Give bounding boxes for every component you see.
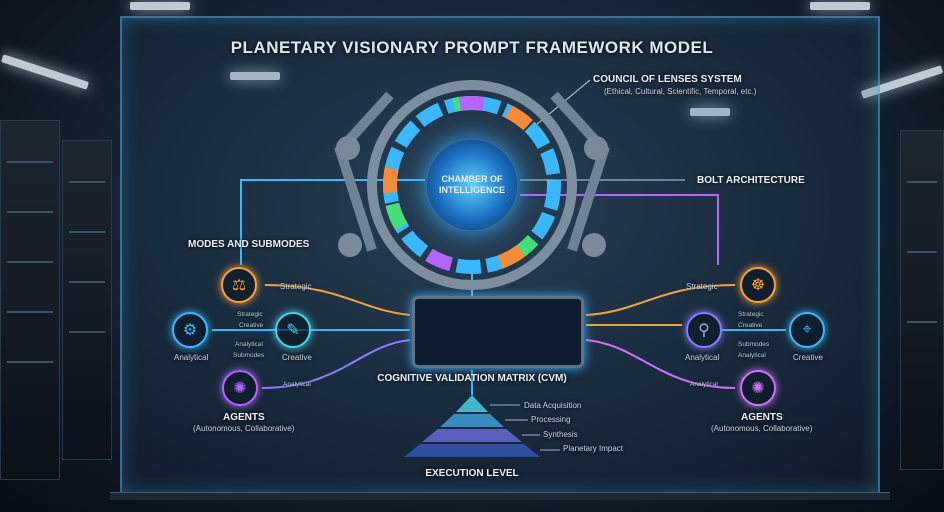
brain-icon: ☸ [740, 267, 776, 303]
gear-icon [582, 233, 606, 257]
agents-network-icon: ✺ [222, 370, 258, 406]
pyramid-level: Data Acquisition [524, 401, 582, 410]
left-strategic: Strategic [280, 282, 312, 291]
left-creative: Creative [282, 353, 312, 362]
execution-pyramid [404, 395, 560, 457]
ceiling-light [230, 72, 280, 80]
line-right-agents [585, 339, 736, 389]
line-modes-to-chamber [240, 179, 425, 265]
server-rack [900, 130, 944, 470]
right-sub: Analytical [738, 352, 766, 359]
left-agent-link: Analytical [283, 381, 311, 388]
modes-label: MODES AND SUBMODES [188, 239, 310, 250]
focus-icon: ⌖ [789, 312, 825, 348]
right-agents-sub: (Autonomous, Collaborative) [711, 424, 813, 433]
left-sub: Creative [239, 322, 264, 329]
right-agents-label: AGENTS [741, 412, 783, 423]
gear-icon: ⚙ [172, 312, 208, 348]
scales-icon: ⚖ [221, 267, 257, 303]
ceiling-light [130, 2, 190, 10]
line-right-strategic [585, 284, 736, 316]
page-title: PLANETARY VISIONARY PROMPT FRAMEWORK MOD… [230, 38, 714, 57]
left-analytical: Analytical [174, 353, 209, 362]
right-creative: Creative [793, 353, 823, 362]
ceiling-light [690, 108, 730, 116]
cvm-label: COGNITIVE VALIDATION MATRIX (CVM) [377, 373, 567, 384]
bolt-label: BOLT ARCHITECTURE [697, 175, 805, 186]
line-left-agents [261, 339, 411, 389]
right-agent-link: Analytical [690, 381, 718, 388]
pyramid-level: Synthesis [543, 430, 578, 439]
server-rack [0, 120, 60, 480]
right-strategic: Strategic [686, 282, 718, 291]
server-rack [62, 140, 112, 460]
left-agents-sub: (Autonomous, Collaborative) [193, 424, 295, 433]
line-left-strategic [264, 284, 411, 316]
council-sub: (Ethical, Cultural, Scientific, Temporal… [604, 87, 757, 96]
ceiling-light [810, 2, 870, 10]
gear-icon [336, 136, 360, 160]
display-stand [110, 492, 890, 500]
creative-tools-icon: ✎ [275, 312, 311, 348]
cvm-matrix [412, 296, 584, 368]
right-sub: Strategic [738, 311, 764, 318]
left-sub: Strategic [237, 311, 263, 318]
gear-icon [584, 136, 608, 160]
right-sub: Creative [738, 322, 763, 329]
chamber-of-intelligence: CHAMBER OF INTELLIGENCE [427, 140, 517, 230]
left-agents-label: AGENTS [223, 412, 265, 423]
pyramid-level: Processing [531, 415, 571, 424]
left-sub: Submodes [233, 352, 265, 359]
right-analytical: Analytical [685, 353, 720, 362]
ring-frame [334, 80, 610, 290]
council-label: COUNCIL OF LENSES SYSTEM [593, 74, 742, 85]
magnifier-icon: ⚲ [686, 312, 722, 348]
agents-network-icon: ✺ [740, 370, 776, 406]
gear-icon [338, 233, 362, 257]
pyramid-level: Planetary Impact [563, 444, 624, 453]
execution-level-label: EXECUTION LEVEL [425, 468, 519, 479]
left-sub: Analytical [235, 341, 263, 348]
right-sub: Submodes [738, 341, 770, 348]
